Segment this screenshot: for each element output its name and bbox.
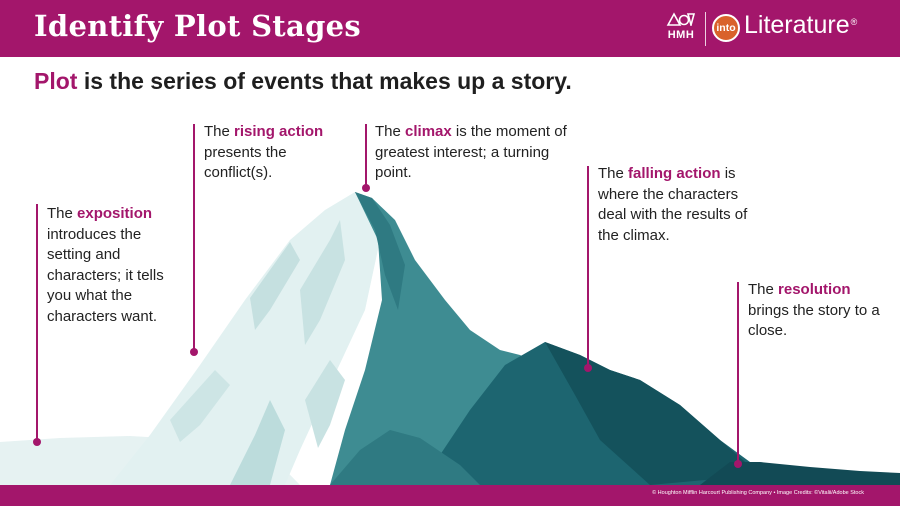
resolution-ridge [700, 462, 900, 485]
literature-word: Literature [744, 11, 850, 39]
stage-term-rising-action: rising action [234, 123, 324, 140]
stage-description: is where the characters deal with the re… [598, 165, 748, 244]
marker-dot [734, 460, 742, 468]
second-peak-shade [545, 342, 760, 485]
mountain-illustration [0, 192, 900, 485]
stage-falling-action: The falling action is where the characte… [598, 164, 748, 246]
peak-ridge-shadow [355, 192, 405, 310]
stage-resolution: The resolution brings the story to a clo… [748, 280, 888, 342]
header-bar: Identify Plot Stages HMH into Literature… [0, 0, 900, 57]
stage-pre: The [47, 205, 78, 222]
footer-bar: © Houghton Mifflin Harcourt Publishing C… [0, 485, 900, 506]
ice-shadow-2 [300, 220, 345, 345]
stage-term-exposition: exposition [77, 205, 153, 222]
ice-shadow-1 [250, 242, 300, 330]
into-logo-badge: into [712, 14, 740, 42]
stage-description: presents the conflict(s). [204, 143, 287, 182]
stage-pre: The [375, 123, 406, 140]
stage-rising-action: The rising action presents the conflict(… [204, 122, 344, 184]
hmh-logo-icon [666, 12, 696, 26]
stage-exposition: The exposition introduces the setting an… [47, 204, 177, 327]
logo-divider [705, 12, 706, 46]
stage-term-falling-action: falling action [628, 165, 721, 182]
stage-term-resolution: resolution [778, 281, 851, 298]
hmh-logo: HMH [666, 12, 696, 46]
copyright-credit: © Houghton Mifflin Harcourt Publishing C… [652, 490, 864, 496]
stage-description: is the moment of greatest interest; a tu… [375, 123, 567, 181]
marker-dot [584, 364, 592, 372]
registered-mark: ® [850, 17, 858, 27]
marker-dot [190, 348, 198, 356]
stage-description: introduces the setting and characters; i… [47, 225, 164, 325]
plot-definition-text: is the series of events that makes up a … [77, 68, 572, 94]
marker-dot [362, 184, 370, 192]
marker-dot [33, 438, 41, 446]
hmh-logo-text: HMH [667, 29, 695, 41]
ice-shadow-3 [170, 370, 230, 442]
ice-shadow-5 [305, 360, 345, 448]
stage-pre: The [748, 281, 779, 298]
foreground-slope [330, 430, 480, 485]
plot-term: Plot [34, 68, 78, 94]
literature-logo-text: Literature® [744, 11, 857, 40]
stage-pre: The [204, 123, 235, 140]
plot-definition: Plot is the series of events that makes … [34, 68, 572, 95]
stage-pre: The [598, 165, 629, 182]
ice-shadow-4 [230, 400, 285, 485]
stage-term-climax: climax [405, 123, 452, 140]
slide-title: Identify Plot Stages [34, 9, 362, 43]
stage-description: brings the story to a close. [748, 301, 880, 340]
stage-climax: The climax is the moment of greatest int… [375, 122, 575, 184]
